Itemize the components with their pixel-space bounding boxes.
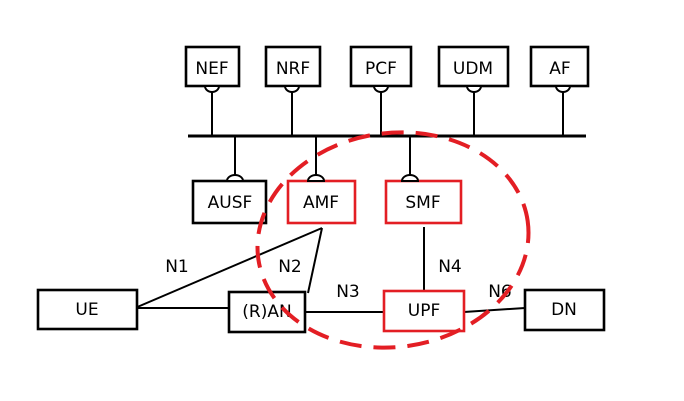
amf-label: AMF bbox=[303, 193, 339, 213]
ausf-box bbox=[191, 179, 268, 225]
upf-box bbox=[382, 289, 466, 333]
n2-link bbox=[307, 227, 323, 294]
ue-label: UE bbox=[75, 300, 98, 320]
upf-label: UPF bbox=[408, 301, 440, 321]
nrf-interface-icon bbox=[283, 85, 301, 93]
highlight-ellipse bbox=[255, 130, 531, 350]
pcf-interface-icon bbox=[372, 85, 390, 93]
smf-interface-icon bbox=[400, 174, 420, 182]
dn-box bbox=[523, 288, 606, 332]
udm-label: UDM bbox=[453, 59, 493, 79]
nef-label: NEF bbox=[195, 59, 228, 79]
ausf-interface-icon bbox=[225, 174, 245, 182]
ausf-label: AUSF bbox=[208, 193, 253, 213]
n6-label: N6 bbox=[488, 282, 512, 302]
n3-label: N3 bbox=[336, 282, 360, 302]
nef-box bbox=[184, 45, 241, 88]
smf-box bbox=[384, 179, 463, 225]
pcf-box bbox=[349, 45, 413, 88]
ue-box bbox=[36, 288, 139, 331]
af-interface-icon bbox=[554, 85, 572, 93]
smf-label: SMF bbox=[405, 193, 440, 213]
amf-box bbox=[286, 179, 357, 225]
nef-interface-icon bbox=[203, 85, 221, 93]
n6-link bbox=[463, 307, 526, 313]
pcf-label: PCF bbox=[365, 59, 397, 79]
amf-interface-icon bbox=[306, 174, 326, 182]
dn-label: DN bbox=[551, 300, 577, 320]
n4-label: N4 bbox=[438, 257, 462, 277]
ran-label: (R)AN bbox=[242, 302, 291, 322]
nrf-label: NRF bbox=[276, 59, 310, 79]
af-label: AF bbox=[549, 59, 570, 79]
udm-interface-icon bbox=[465, 85, 483, 93]
ran-box bbox=[227, 290, 307, 334]
n1-label: N1 bbox=[165, 257, 189, 277]
n1-link bbox=[134, 227, 323, 309]
af-box bbox=[529, 45, 590, 88]
n2-label: N2 bbox=[278, 257, 302, 277]
